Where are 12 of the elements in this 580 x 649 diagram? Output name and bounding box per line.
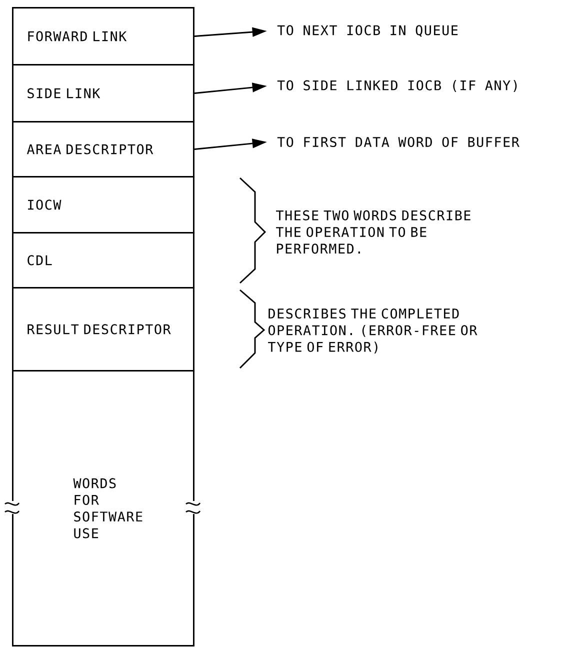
word-box: CDL [12,232,194,288]
target-text: TO SIDE LINKED IOCB (IF ANY) [277,80,517,92]
target-text: TO FIRST DATA WORD OF BUFFER [277,136,520,148]
target-text: TO NEXT IOCB IN QUEUE [277,25,458,37]
word-box: RESULT DESCRIPTOR [12,287,194,372]
word-box: IOCW [12,176,194,234]
note-text: DESCRIBES THE COMPLETED OPERATION. (ERROR-FREE OR TYPE OF ERROR) [268,308,478,354]
note-text: THESE TWO WORDS DESCRIBE THE OPERATION TO BE PERFORMED. [276,210,470,254]
word-box: FORWARD LINK [12,7,194,66]
word-box: AREA DESCRIPTOR [12,121,194,178]
word-box: WORDS FOR SOFTWARE USE [12,370,194,646]
word-box: SIDE LINK [12,64,194,122]
